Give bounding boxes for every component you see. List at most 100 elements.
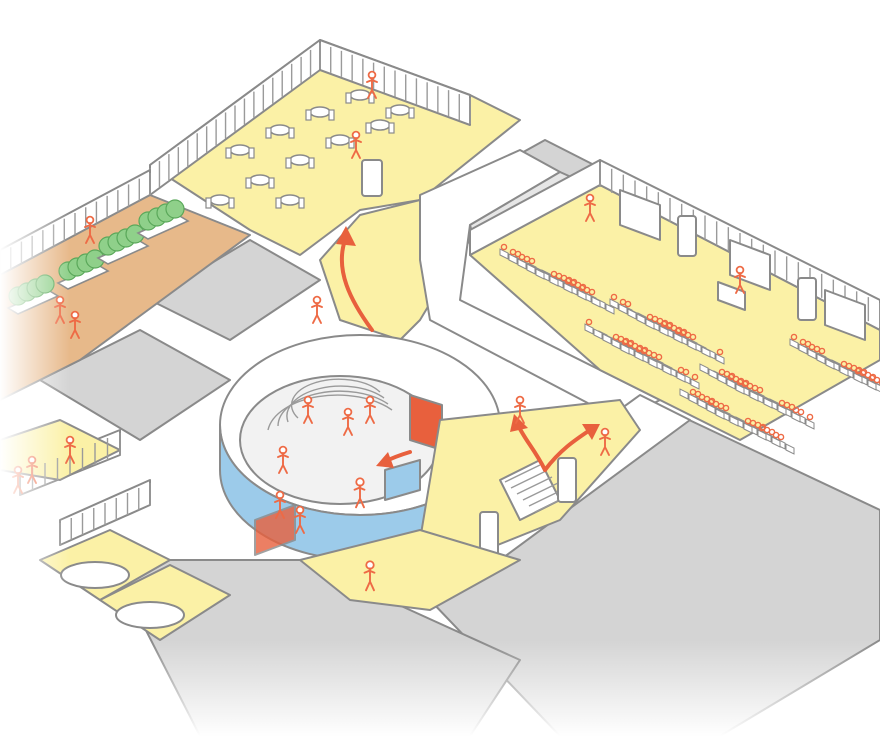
screen-panel-1 xyxy=(619,189,661,241)
cafe-pillar xyxy=(361,159,383,197)
auditorium-seat xyxy=(749,390,759,402)
person-body xyxy=(69,317,81,339)
audience-member xyxy=(840,360,848,368)
auditorium-seat xyxy=(791,411,801,423)
auditorium-seat xyxy=(673,332,683,344)
auditorium-seat xyxy=(715,353,725,365)
auditorium-seat xyxy=(853,372,863,384)
auditorium-seating xyxy=(499,243,880,455)
auditorium-seat xyxy=(687,339,697,351)
audience-member xyxy=(689,388,697,396)
audience-member xyxy=(778,399,786,407)
auditorium-seat xyxy=(688,393,698,405)
cafe-table xyxy=(209,194,231,206)
cafe-table xyxy=(269,124,291,136)
person-figure xyxy=(584,193,596,222)
auditorium-seat xyxy=(867,379,877,391)
auditorium-seat xyxy=(701,346,711,358)
entrance-hall-zone xyxy=(299,399,641,611)
audience-member xyxy=(698,393,706,401)
audience-member xyxy=(744,417,752,425)
auditorium-seat xyxy=(743,422,753,434)
cafe-chair xyxy=(305,109,312,121)
cafe-chair xyxy=(388,122,395,134)
person-body xyxy=(342,414,354,436)
audience-member xyxy=(716,348,724,356)
arrow-to-cafe xyxy=(339,238,374,332)
audience-member xyxy=(799,338,807,346)
auditorium-seat xyxy=(763,397,773,409)
audience-member xyxy=(707,398,715,406)
auditorium-seat xyxy=(771,436,781,448)
auditorium-seat xyxy=(785,443,795,455)
auditorium-seat xyxy=(609,298,619,310)
person-body xyxy=(350,137,362,159)
cafe-chair xyxy=(345,92,352,104)
person-body xyxy=(366,77,378,99)
auditorium-screens xyxy=(619,189,866,341)
auditorium-seat xyxy=(577,289,587,301)
cafe-table xyxy=(289,154,311,166)
auditorium-seat xyxy=(648,357,658,369)
cafe-chair xyxy=(285,157,292,169)
auditorium-seat xyxy=(517,258,527,270)
person-figure xyxy=(514,395,526,424)
cafe-chair xyxy=(205,197,212,209)
auditorium-seat xyxy=(535,268,545,280)
auditorium-seat xyxy=(636,313,646,325)
auditorium-seat xyxy=(717,373,727,385)
person-body xyxy=(277,452,289,474)
person-body xyxy=(84,222,96,244)
stair-step xyxy=(510,470,547,489)
audience-member xyxy=(610,293,618,301)
cafe-table xyxy=(389,104,411,116)
person-figure xyxy=(311,295,323,324)
audience-member xyxy=(854,367,862,375)
audience-member xyxy=(806,413,814,421)
auditorium-seat xyxy=(618,303,628,315)
audience-member xyxy=(509,248,517,256)
person-body xyxy=(302,402,314,424)
cafe-chair xyxy=(298,197,305,209)
auditorium-seat xyxy=(708,368,718,380)
auditorium-seat xyxy=(798,343,808,355)
auditorium-seat xyxy=(602,333,612,345)
audience-member xyxy=(550,270,558,278)
shrub xyxy=(165,199,185,219)
audience-member xyxy=(646,313,654,321)
cafe-chair xyxy=(348,137,355,149)
cafe-chair xyxy=(408,107,415,119)
circulation-arrows xyxy=(336,226,600,472)
auditorium-seat xyxy=(715,408,725,420)
cafe-chair xyxy=(325,137,332,149)
audience-member xyxy=(578,284,586,292)
person-body xyxy=(294,512,306,534)
cafe-table xyxy=(329,134,351,146)
cafe-table xyxy=(349,89,371,101)
person-figure xyxy=(366,70,378,99)
auditorium-seat xyxy=(807,348,817,360)
auditorium-seat xyxy=(526,263,536,275)
audience-member xyxy=(518,253,526,261)
auditorium-seat xyxy=(697,398,707,410)
cafe-chair xyxy=(365,122,372,134)
person-figure xyxy=(302,395,314,424)
auditorium-seat xyxy=(634,350,644,362)
person-body xyxy=(599,434,611,456)
auditorium-seat xyxy=(757,429,767,441)
auditorium-seat xyxy=(620,343,630,355)
person-body xyxy=(363,567,376,592)
stair-step xyxy=(516,476,553,495)
auditorium-seat xyxy=(549,275,559,287)
corridor-white-band xyxy=(419,149,661,421)
cafe-table xyxy=(249,174,271,186)
auditorium-seat xyxy=(593,328,603,340)
auditorium-seat xyxy=(659,325,669,337)
auditorium-seat xyxy=(679,388,689,400)
cafe-chair xyxy=(245,177,252,189)
person-figure xyxy=(599,427,611,456)
auditorium-seat xyxy=(662,364,672,376)
theater-tier-line xyxy=(286,385,385,423)
auditorium-zone xyxy=(469,159,880,455)
